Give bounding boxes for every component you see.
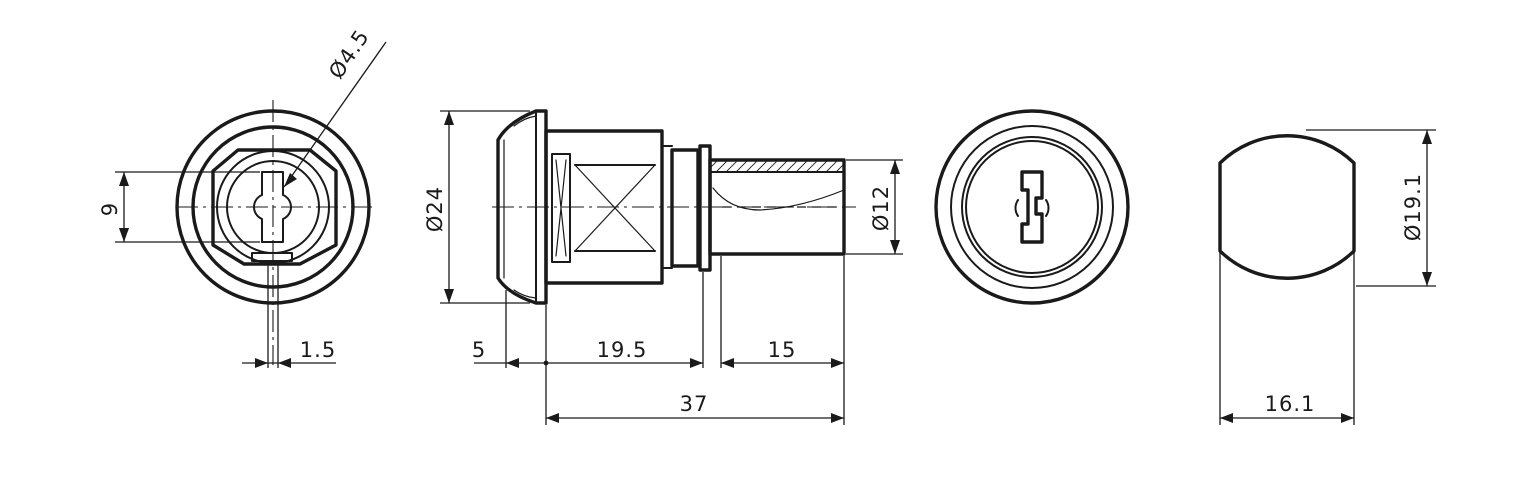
- tongue-length-label: 15: [768, 338, 797, 362]
- body-length-label: 19.5: [597, 338, 648, 362]
- slot-width-label: 1.5: [300, 338, 336, 362]
- flange-thickness-label: 5: [472, 338, 486, 362]
- keyway-width-label: 9: [98, 202, 122, 216]
- side-neck: [670, 148, 700, 268]
- side-flange: [496, 109, 548, 305]
- front-view: 9 Ø4.5 1.5: [98, 25, 387, 368]
- overall-length-label: 37: [680, 392, 709, 416]
- rear-cam-profile: [1218, 134, 1356, 280]
- front-keyway: [253, 171, 292, 243]
- flange-diameter-label: Ø24: [423, 186, 447, 232]
- face-keyway: [1020, 170, 1044, 244]
- rear-height-label: Ø19.1: [1401, 173, 1425, 241]
- side-view: Ø24 Ø12 5 19.5 15 37: [423, 109, 903, 425]
- tongue-diameter-label: Ø12: [869, 185, 893, 231]
- front-square-body: [211, 148, 338, 266]
- key-face-view: [934, 109, 1130, 305]
- front-cam-slot: [251, 252, 293, 262]
- rear-width-label: 16.1: [1265, 392, 1316, 416]
- face-outer-ring: [934, 109, 1130, 305]
- rear-view: Ø19.1 16.1: [1218, 129, 1436, 425]
- pin-diameter-label: Ø4.5: [324, 25, 374, 83]
